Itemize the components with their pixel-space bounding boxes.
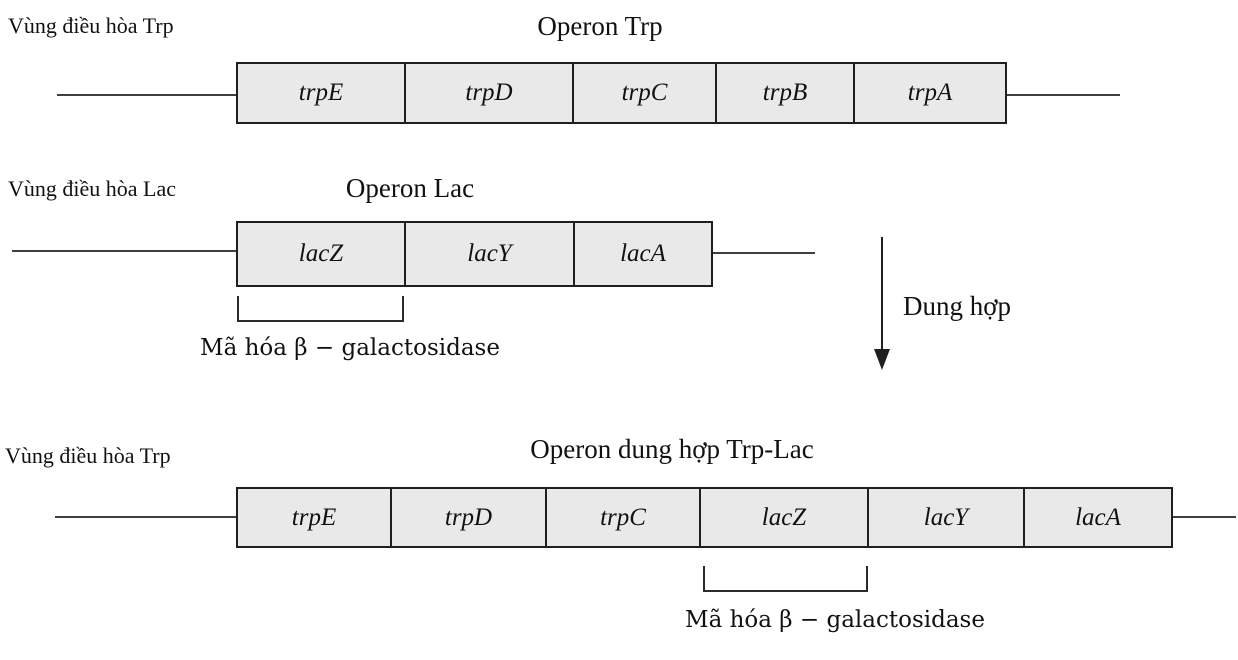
gene-box-fusion-lacA: lacA — [1025, 489, 1171, 546]
fusion-lacz-coding-bracket — [703, 566, 868, 592]
gene-box-lacA: lacA — [575, 223, 711, 285]
trp-dna-line-left — [57, 94, 236, 96]
gene-box-fusion-trpD: trpD — [392, 489, 547, 546]
fusion-dna-line-right — [1173, 516, 1236, 518]
trp-dna-line-right — [1007, 94, 1120, 96]
gene-box-trpE: trpE — [238, 64, 406, 122]
trp-operon-gene-row: trpE trpD trpC trpB trpA — [236, 62, 1007, 124]
gene-box-lacY: lacY — [406, 223, 575, 285]
fusion-operon-gene-row: trpE trpD trpC lacZ lacY lacA — [236, 487, 1173, 548]
lac-dna-line-left — [12, 250, 236, 252]
gene-box-trpC: trpC — [574, 64, 717, 122]
lac-dna-line-right — [713, 252, 815, 254]
gene-box-trpA: trpA — [855, 64, 1005, 122]
gene-box-fusion-lacZ: lacZ — [701, 489, 869, 546]
lac-operon-title: Operon Lac — [345, 173, 475, 203]
fusion-lacz-coding-label: Mã hóa β − galactosidase — [685, 607, 985, 633]
fusion-arrow-head-icon — [874, 349, 890, 370]
fusion-dna-line-left — [55, 516, 236, 518]
trp-operon-title: Operon Trp — [537, 11, 663, 41]
gene-box-trpD: trpD — [406, 64, 574, 122]
trp-regulatory-region-label: Vùng điều hòa Trp — [8, 13, 174, 38]
lac-regulatory-region-label: Vùng điều hòa Lac — [8, 176, 176, 201]
gene-box-lacZ: lacZ — [238, 223, 406, 285]
lac-operon-gene-row: lacZ lacY lacA — [236, 221, 713, 287]
fusion-arrow-label: Dung hợp — [903, 291, 1012, 321]
lacz-coding-label: Mã hóa β − galactosidase — [200, 335, 500, 361]
fusion-regulatory-region-label: Vùng điều hòa Trp — [5, 443, 171, 468]
gene-box-trpB: trpB — [717, 64, 855, 122]
gene-box-fusion-lacY: lacY — [869, 489, 1025, 546]
lacz-coding-bracket — [237, 296, 404, 322]
gene-box-fusion-trpE: trpE — [238, 489, 392, 546]
fusion-arrow-shaft — [881, 237, 883, 349]
fusion-operon-title: Operon dung hợp Trp-Lac — [530, 434, 814, 464]
gene-box-fusion-trpC: trpC — [547, 489, 701, 546]
